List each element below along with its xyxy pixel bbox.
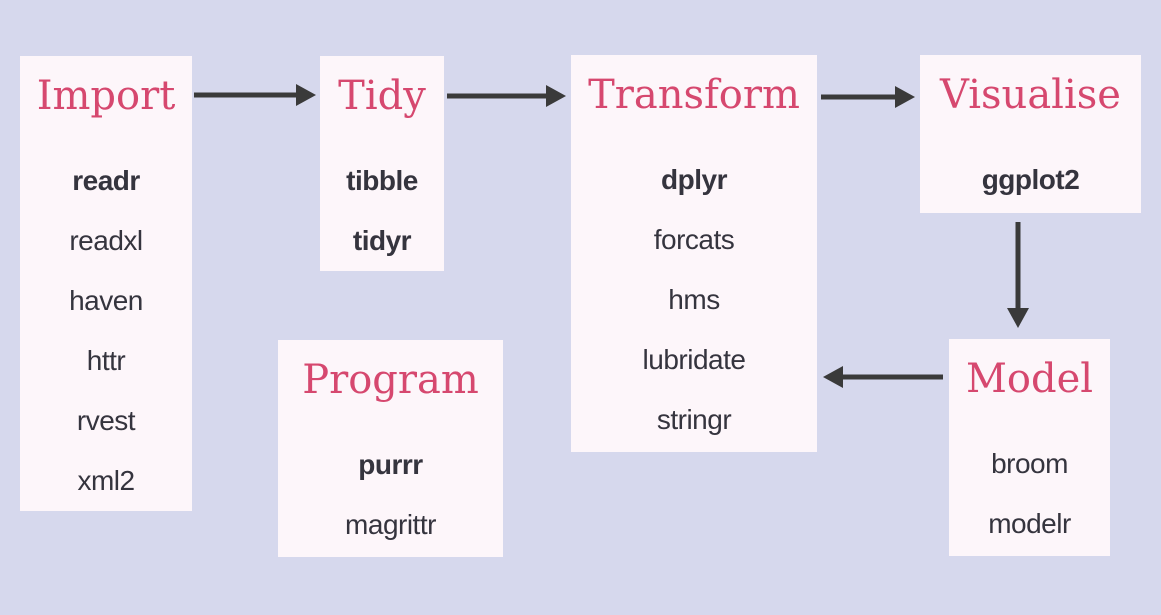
package-rvest: rvest xyxy=(76,405,136,436)
package-purrr: purrr xyxy=(358,449,423,480)
package-readr: readr xyxy=(72,165,140,196)
package-ggplot2: ggplot2 xyxy=(981,164,1080,195)
package-magrittr: magrittr xyxy=(345,509,436,540)
package-list-tidy: tibble tidyr xyxy=(320,151,444,271)
package-httr: httr xyxy=(86,345,126,376)
package-stringr: stringr xyxy=(656,404,732,435)
package-haven: haven xyxy=(69,285,143,316)
arrow-transform-to-visualise xyxy=(821,86,915,108)
package-list-import: readr readxl haven httr rvest xml2 xyxy=(20,151,192,511)
box-title-program: Program xyxy=(302,357,479,403)
arrow-visualise-to-model xyxy=(1007,222,1029,328)
package-lubridate: lubridate xyxy=(642,344,746,375)
box-transform: Transform dplyr forcats hms lubridate string… xyxy=(571,55,817,452)
box-title-import: Import xyxy=(36,73,176,119)
package-list-program: purrr magrittr xyxy=(278,435,503,555)
package-broom: broom xyxy=(991,448,1068,479)
arrow-import-to-tidy xyxy=(194,84,316,106)
box-visualise: Visualise ggplot2 xyxy=(920,55,1141,213)
box-title-model: Model xyxy=(965,356,1094,402)
box-model: Model broom modelr xyxy=(949,339,1110,556)
package-dplyr: dplyr xyxy=(661,164,727,195)
package-tibble: tibble xyxy=(346,165,418,196)
package-modelr: modelr xyxy=(988,508,1071,539)
box-title-visualise: Visualise xyxy=(940,72,1121,118)
package-list-visualise: ggplot2 xyxy=(920,150,1141,210)
arrow-model-to-transform xyxy=(823,366,943,388)
box-tidy: Tidy tibble tidyr xyxy=(320,56,444,271)
package-list-transform: dplyr forcats hms lubridate stringr xyxy=(571,150,817,450)
box-program: Program purrr magrittr xyxy=(278,340,503,557)
package-forcats: forcats xyxy=(653,224,735,255)
package-list-model: broom modelr xyxy=(949,434,1110,554)
package-xml2: xml2 xyxy=(77,465,135,496)
box-title-transform: Transform xyxy=(588,72,800,118)
box-import: Import readr readxl haven httr rvest xml2 xyxy=(20,56,192,511)
package-readxl: readxl xyxy=(69,225,143,256)
box-title-tidy: Tidy xyxy=(338,73,426,119)
arrow-tidy-to-transform xyxy=(447,85,566,107)
package-tidyr: tidyr xyxy=(352,225,412,256)
package-hms: hms xyxy=(668,284,720,315)
